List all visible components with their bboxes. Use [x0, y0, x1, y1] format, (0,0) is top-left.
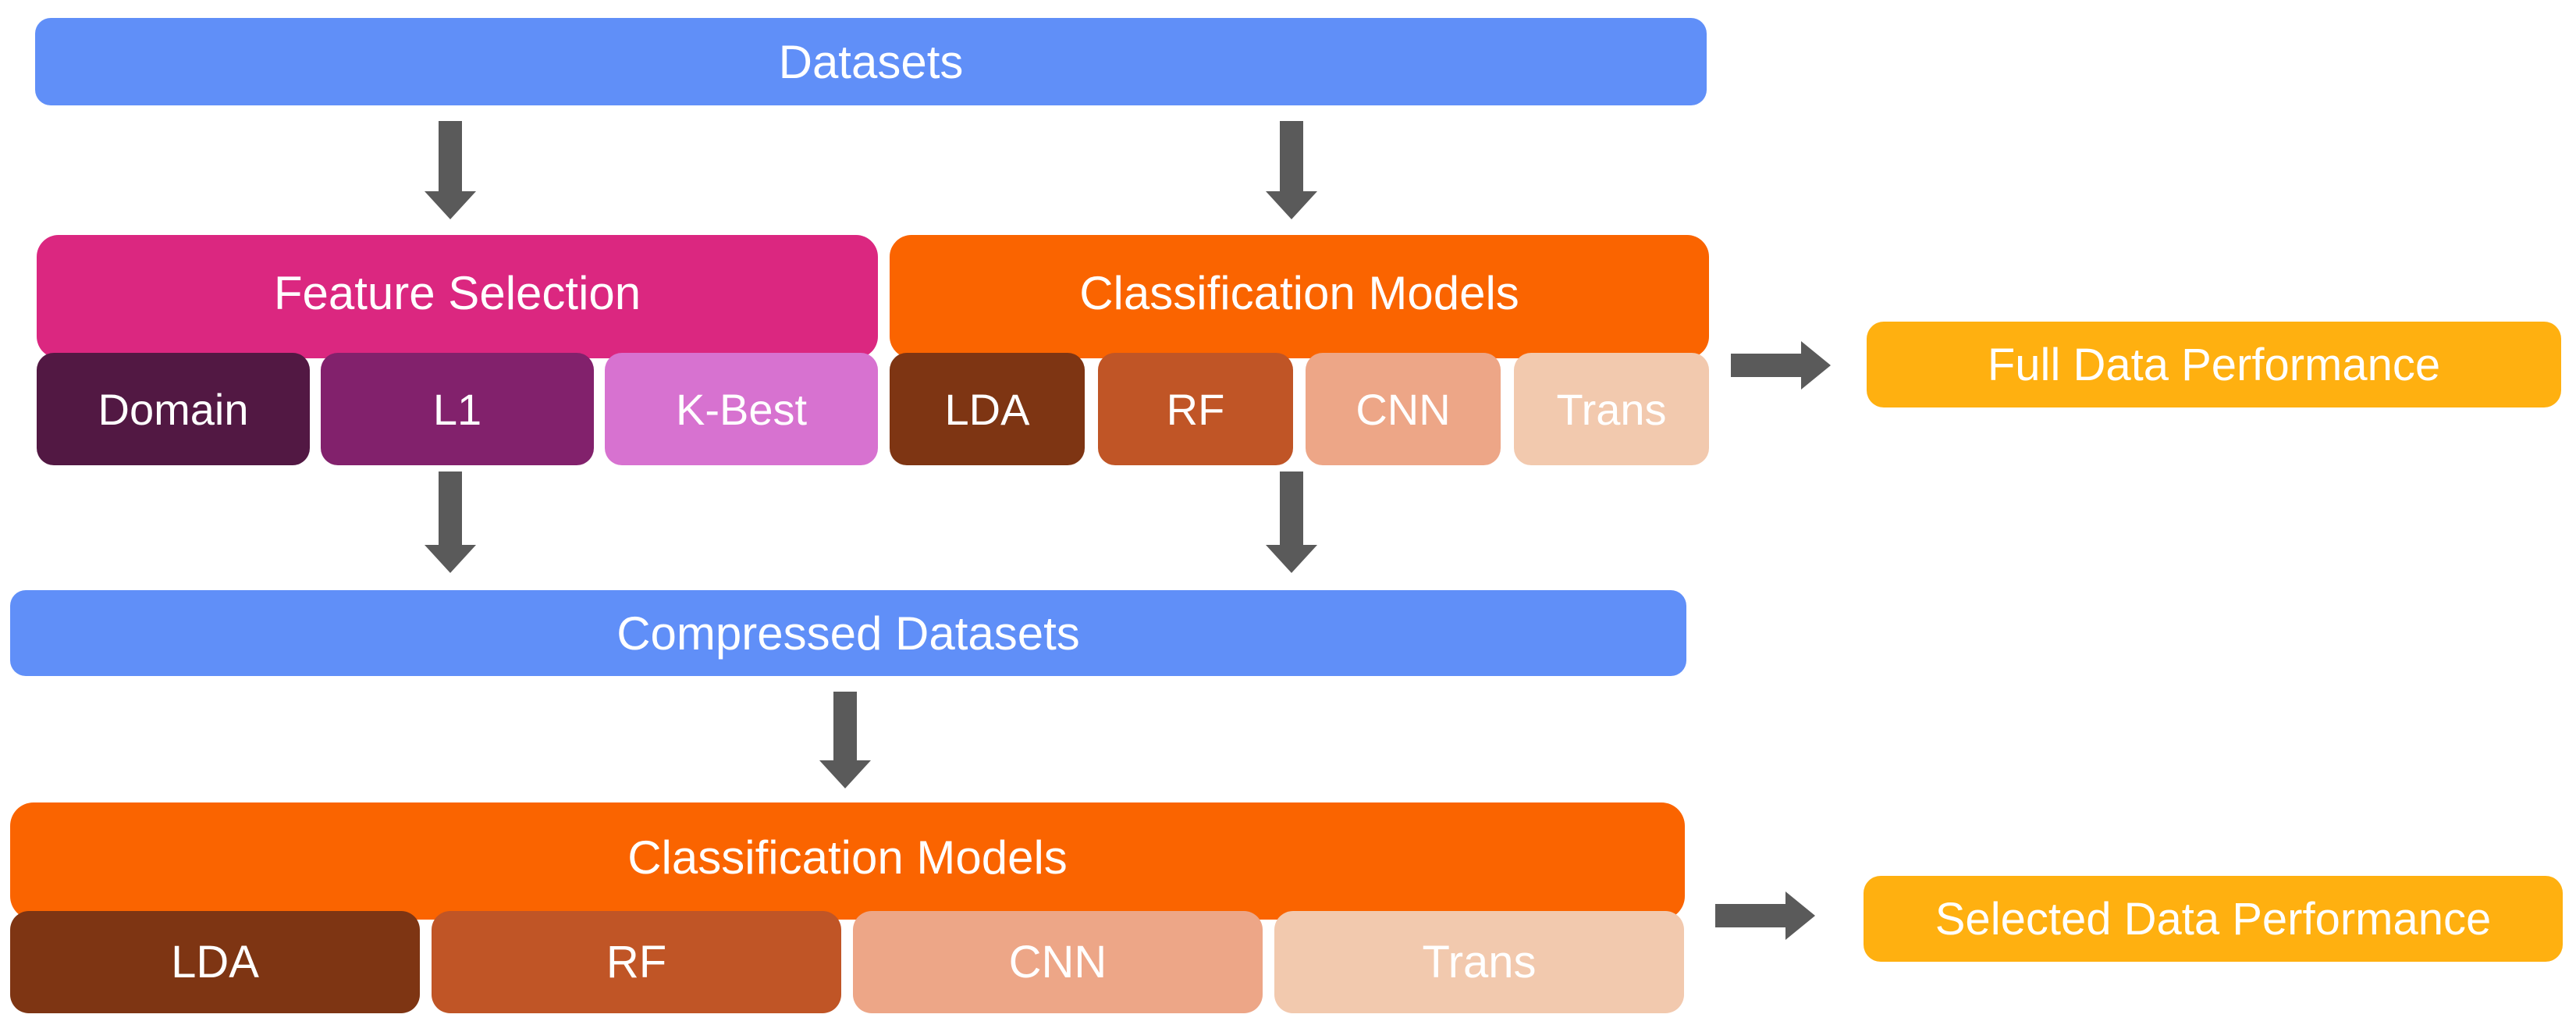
datasets-node: Datasets: [35, 18, 1707, 105]
arrow-shaft: [833, 692, 857, 760]
feature-selection-header: Feature Selection: [37, 235, 878, 358]
arrow-shaft: [439, 121, 462, 191]
arrow-models-to-full-performance: [1731, 341, 1831, 390]
method-domain-label: Domain: [98, 384, 249, 434]
model-lda-node: LDA: [890, 353, 1085, 465]
feature-selection-title: Feature Selection: [273, 266, 641, 319]
model-trans-label: Trans: [1556, 384, 1667, 434]
classification-models-header: Classification Models: [890, 235, 1709, 358]
full-data-performance-label: Full Data Performance: [1987, 339, 2441, 390]
arrow-shaft: [1731, 354, 1801, 377]
model-rf-node: RF: [1098, 353, 1293, 465]
model-cnn-label: CNN: [1356, 384, 1451, 434]
classification-models-title: Classification Models: [1079, 266, 1519, 319]
arrow-head-icon: [425, 545, 476, 573]
arrow-compressed-to-models: [819, 692, 871, 788]
model-trans-compressed-node: Trans: [1274, 911, 1684, 1013]
selected-data-performance-node: Selected Data Performance: [1864, 876, 2563, 962]
method-kbest-node: K-Best: [605, 353, 878, 465]
model-cnn-compressed-label: CNN: [1008, 937, 1107, 988]
arrow-shaft: [439, 472, 462, 545]
arrow-head-icon: [1801, 341, 1831, 390]
arrow-datasets-to-classification-models: [1266, 121, 1317, 219]
method-kbest-label: K-Best: [675, 384, 808, 434]
model-lda-compressed-label: LDA: [171, 937, 259, 988]
model-cnn-node: CNN: [1306, 353, 1501, 465]
arrow-head-icon: [425, 191, 476, 219]
classification-models-compressed-header: Classification Models: [10, 802, 1685, 920]
arrow-feature-selection-to-compressed: [425, 472, 476, 573]
arrow-head-icon: [819, 760, 871, 788]
model-cnn-compressed-node: CNN: [853, 911, 1263, 1013]
arrow-head-icon: [1266, 191, 1317, 219]
compressed-datasets-node: Compressed Datasets: [10, 590, 1686, 676]
compressed-datasets-label: Compressed Datasets: [616, 607, 1080, 660]
model-rf-compressed-node: RF: [432, 911, 841, 1013]
arrow-shaft: [1280, 121, 1303, 191]
arrow-models-to-selected-performance: [1715, 891, 1815, 940]
model-rf-label: RF: [1166, 384, 1225, 434]
datasets-label: Datasets: [778, 35, 964, 88]
method-domain-node: Domain: [37, 353, 310, 465]
arrow-shaft: [1280, 472, 1303, 545]
model-trans-compressed-label: Trans: [1422, 937, 1537, 988]
model-lda-label: LDA: [944, 384, 1030, 434]
arrow-datasets-to-feature-selection: [425, 121, 476, 219]
model-rf-compressed-label: RF: [606, 937, 667, 988]
arrow-head-icon: [1785, 891, 1815, 940]
selected-data-performance-label: Selected Data Performance: [1935, 893, 2492, 945]
method-l1-label: L1: [432, 384, 482, 434]
model-trans-node: Trans: [1514, 353, 1709, 465]
method-l1-node: L1: [321, 353, 594, 465]
arrow-head-icon: [1266, 545, 1317, 573]
model-lda-compressed-node: LDA: [10, 911, 420, 1013]
classification-models-compressed-title: Classification Models: [627, 831, 1068, 884]
arrow-shaft: [1715, 904, 1785, 927]
arrow-models-to-compressed: [1266, 472, 1317, 573]
full-data-performance-node: Full Data Performance: [1867, 322, 2561, 407]
